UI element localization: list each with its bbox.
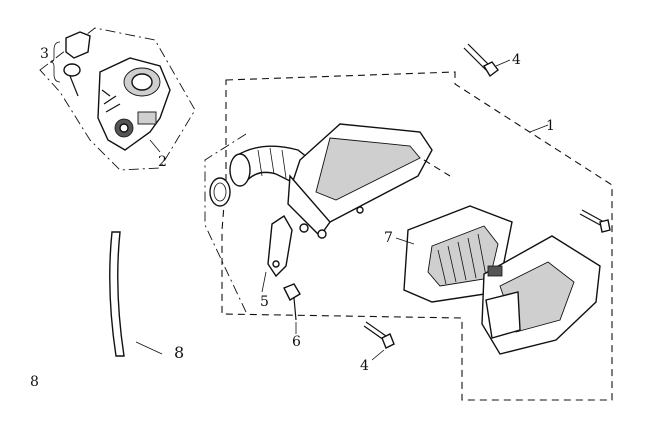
bolt-bottom-shank xyxy=(363,325,385,341)
carburetor-detail-lines xyxy=(101,89,121,113)
label-carb-parts: 3 xyxy=(40,46,49,62)
bolt-bottom-head xyxy=(381,333,395,349)
bolt-top: 4 xyxy=(463,43,521,78)
label-drain-tube: 8 xyxy=(174,343,184,362)
housing-assembly-outline xyxy=(221,71,613,401)
bolt-top-head xyxy=(483,61,499,78)
carburetor-group-outline xyxy=(39,27,196,171)
bolt-top-shank-edge xyxy=(467,43,491,67)
bracket-leader xyxy=(261,271,267,293)
hose-clamp-inner xyxy=(213,182,227,202)
housing-mount-hole-1 xyxy=(299,223,309,233)
drain-tube-body xyxy=(109,231,125,357)
bolt-top-shank xyxy=(463,47,487,71)
cover-duct xyxy=(485,291,521,339)
mount-bracket: 5 xyxy=(260,215,293,310)
label-bolt-bottom: 4 xyxy=(360,358,369,374)
bracket-bolt-head xyxy=(283,283,301,301)
bolt-bottom-shank-edge xyxy=(365,321,387,337)
housing-mount-hole-2 xyxy=(317,229,327,239)
drain-tube-leader xyxy=(135,341,163,355)
carburetor-throat-inner xyxy=(119,123,129,133)
bolt-right-shank xyxy=(579,213,603,227)
housing-cover-recess xyxy=(315,137,421,201)
housing-alignment-dash xyxy=(423,159,451,177)
cover-latch xyxy=(487,265,503,277)
bracket-region-boundary xyxy=(204,133,247,313)
bracket-plate xyxy=(267,215,293,278)
label-bracket-bolt: 6 xyxy=(292,334,301,350)
carb-parts-brace xyxy=(49,41,61,83)
label-housing-assembly: 1 xyxy=(546,118,555,134)
bracket-bolt: 6 xyxy=(283,283,301,350)
bolt-right-shank-edge xyxy=(581,209,605,223)
carburetor-chamber-cap xyxy=(131,73,153,91)
bolt-right xyxy=(579,209,611,233)
drain-tube: 8 xyxy=(109,231,184,362)
corner-mark: 8 xyxy=(30,374,39,390)
carb-valve-part xyxy=(63,63,81,77)
carburetor-group: 2 3 xyxy=(39,27,196,171)
bracket-bolt-shank xyxy=(293,297,297,321)
bolt-right-head xyxy=(599,219,611,233)
hose-clamp xyxy=(209,177,231,207)
bolt-bottom: 4 xyxy=(360,321,395,374)
label-filter-element: 7 xyxy=(384,230,393,246)
bolt-bottom-leader xyxy=(371,349,385,361)
label-bracket: 5 xyxy=(260,294,269,310)
bracket-hole xyxy=(272,260,280,268)
label-carb-group: 2 xyxy=(158,154,167,170)
label-bolt-top: 4 xyxy=(512,52,521,68)
carb-cap-part xyxy=(65,31,91,59)
intake-hose-ribs xyxy=(257,147,287,179)
filter-leader xyxy=(395,237,415,245)
housing-leader-line xyxy=(529,124,549,133)
housing-mount-hole-3 xyxy=(356,206,364,214)
bolt-top-leader xyxy=(495,59,511,67)
carb-needle xyxy=(69,75,79,97)
air-cleaner-housing xyxy=(287,123,451,239)
carb-leader-line xyxy=(149,139,161,153)
carburetor-linkage xyxy=(137,111,157,125)
filter-pleats xyxy=(437,233,487,285)
intake-hose-mouth xyxy=(229,153,251,187)
housing-cover xyxy=(481,235,601,355)
